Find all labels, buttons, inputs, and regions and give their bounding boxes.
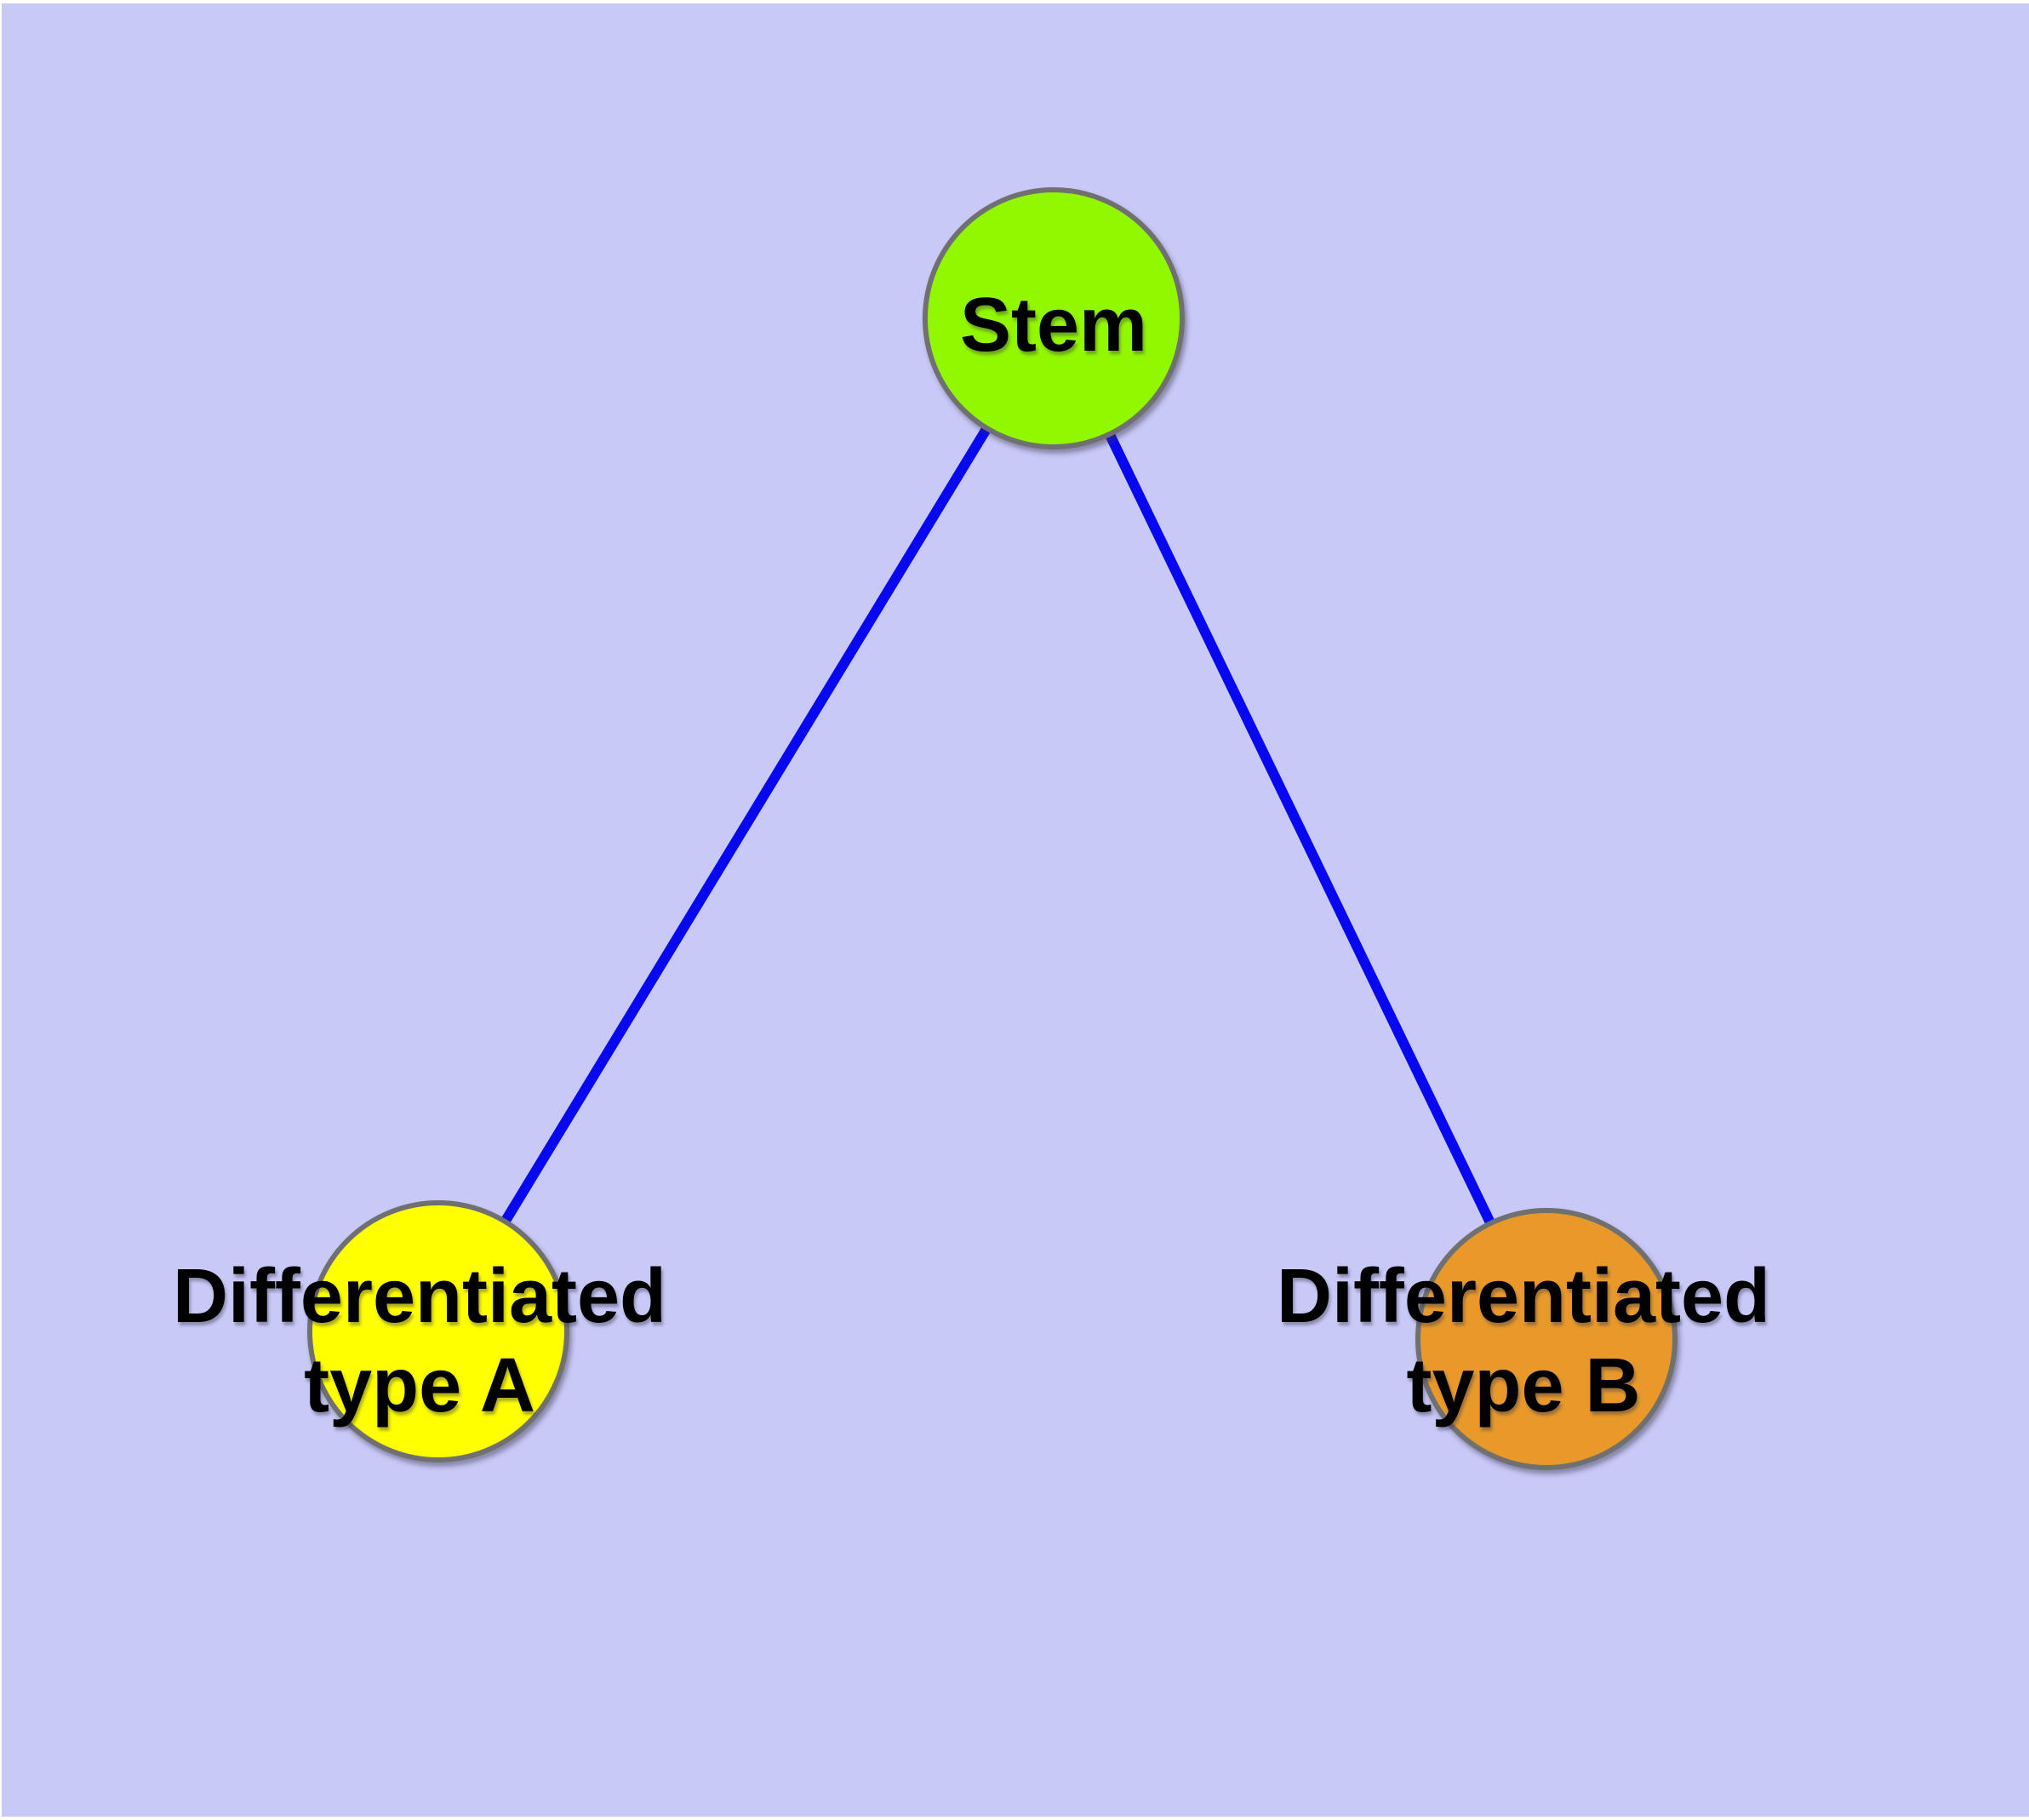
node-type-b-label-line2: type B <box>1406 1343 1640 1428</box>
node-type-b-label-line1: Differentiated <box>1277 1254 1770 1339</box>
edge-stem-to-type-a[interactable] <box>433 315 1059 1335</box>
node-type-a-label-line1: Differentiated <box>173 1254 666 1339</box>
node-differentiated-type-b[interactable] <box>1415 1208 1677 1470</box>
node-stem-label: Stem <box>960 283 1147 368</box>
node-stem[interactable] <box>923 187 1185 449</box>
node-type-a-label-line2: type A <box>304 1343 535 1428</box>
node-differentiated-type-a[interactable] <box>307 1200 569 1462</box>
edge-stem-to-type-b[interactable] <box>1049 316 1552 1342</box>
